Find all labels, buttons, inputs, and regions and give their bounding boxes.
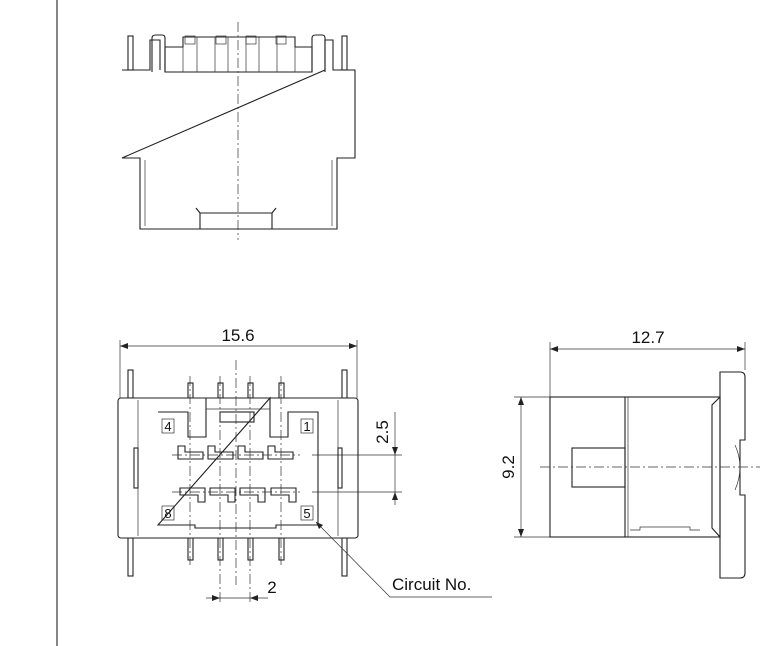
circuit-number-1: 1	[303, 419, 310, 434]
lower-contact-row	[179, 487, 297, 503]
upper-contact-row	[177, 445, 294, 460]
height-dimension: 9.2	[499, 455, 518, 479]
width-dimension: 15.6	[221, 326, 254, 345]
depth-dimension: 12.7	[631, 328, 664, 347]
circuit-number-5: 5	[303, 506, 310, 521]
side-view: 12.7 9.2	[499, 328, 760, 579]
circuit-number-4: 4	[164, 419, 171, 434]
circuit-number-8: 8	[164, 506, 171, 521]
top-view	[121, 22, 356, 240]
pin-pitch-dimension: 2	[267, 578, 276, 597]
circuit-leader-line	[315, 521, 492, 598]
row-pitch-dimension: 2.5	[373, 420, 392, 444]
front-view: 15.6 4 1 8	[117, 326, 492, 605]
circuit-no-label: Circuit No.	[392, 575, 471, 594]
